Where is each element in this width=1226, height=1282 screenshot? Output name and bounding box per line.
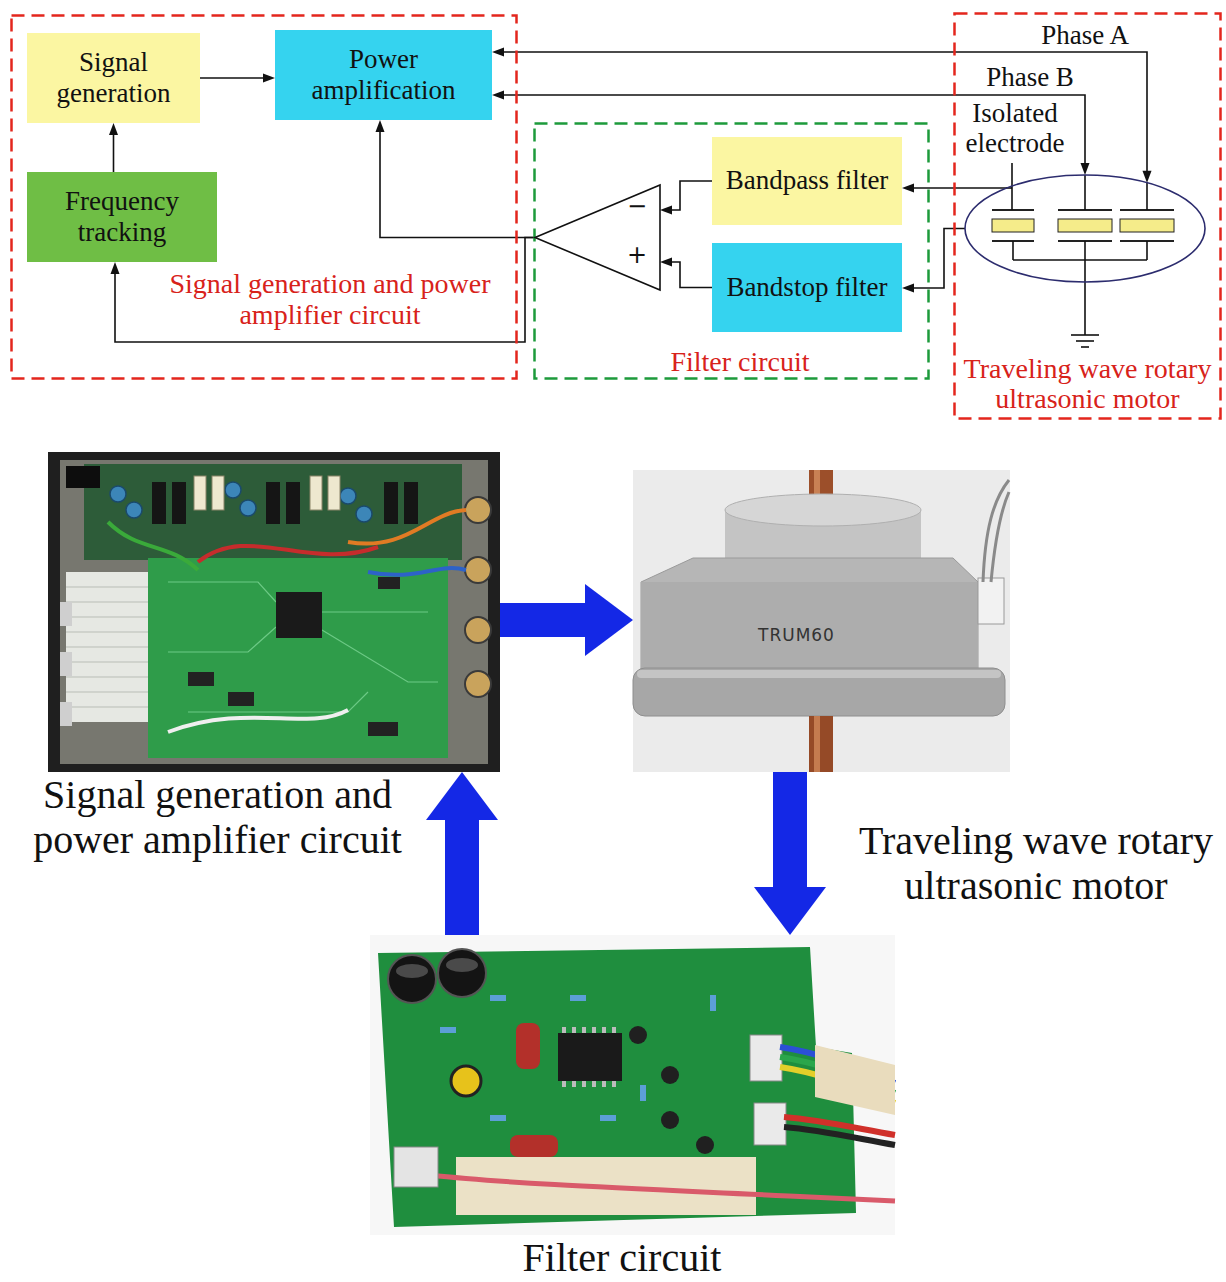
label-holder: Signal generation and power amplifier ci… (155, 268, 505, 330)
opamp-symbol (535, 185, 660, 290)
signal-name: Phase A (1038, 20, 1132, 50)
box-label: Bandstop filter (726, 272, 887, 303)
label-holder: Phase A (1035, 20, 1135, 50)
block-arrow (445, 813, 479, 935)
arrowhead (492, 48, 504, 57)
stator-outline (965, 175, 1205, 282)
arrowhead (1081, 163, 1090, 175)
arrowhead (902, 184, 914, 193)
connector-group (376, 120, 536, 238)
label-holder: − (622, 191, 652, 221)
connector-group (109, 123, 118, 172)
pin-sign: − (622, 191, 652, 221)
ellipse-outline (965, 175, 1205, 282)
process-box: Frequency tracking (27, 172, 217, 262)
arrowhead (660, 206, 672, 215)
signal-line (670, 181, 712, 210)
motor-photo (633, 470, 1010, 772)
filter-box: Bandpass filter (712, 137, 902, 225)
block-arrow (500, 603, 592, 637)
photo-panel: Traveling wave rotary ultrasonic motor (633, 470, 1010, 772)
dashed-region: Filter circuit−+Bandpass filterBandstop … (533, 122, 930, 380)
part-heading: Isolated electrode (960, 98, 1070, 158)
photo-panel: Signal generation and power amplifier ci… (48, 452, 500, 772)
label-holder: Traveling wave rotary ultrasonic motor (956, 354, 1219, 414)
motor-stator-ellipse: Isolated electrode (965, 175, 1205, 282)
box-label: Power amplification (281, 44, 486, 106)
label-holder: TRUM60 (758, 626, 868, 646)
photo-caption: Filter circuit (462, 1236, 782, 1279)
dashed-region: Signal generation and power amplifier ci… (10, 14, 518, 380)
region-label: Traveling wave rotary ultrasonic motor (956, 354, 1219, 414)
arrowhead (111, 262, 120, 274)
region-border (12, 16, 517, 379)
connector-group (660, 181, 712, 215)
photo-caption: Traveling wave rotary ultrasonic motor (850, 818, 1222, 908)
arrowhead (660, 258, 672, 267)
region-label: Filter circuit (640, 346, 840, 377)
region-border (955, 14, 1221, 419)
label-holder: Signal generation and power amplifier ci… (25, 772, 410, 862)
label-holder: + (622, 240, 652, 270)
arrowhead (754, 887, 826, 935)
box-label: Signal generation (33, 47, 194, 109)
arrowhead (263, 74, 275, 83)
signal-line (670, 262, 712, 288)
label-holder: Traveling wave rotary ultrasonic motor (850, 818, 1222, 908)
filter-board-photo (370, 935, 895, 1235)
arrowhead (902, 284, 914, 293)
model-marking: TRUM60 (758, 626, 868, 646)
process-box: Power amplification (275, 30, 492, 120)
block-arrow (773, 772, 807, 894)
connector-group (754, 772, 826, 935)
signal-line (380, 130, 535, 237)
connector-group (200, 74, 275, 83)
box-label: Bandpass filter (726, 165, 889, 196)
comparator-triangle: −+ (535, 185, 660, 290)
region-label: Signal generation and power amplifier ci… (155, 268, 505, 330)
region-border (535, 124, 929, 379)
pin-sign: + (622, 240, 652, 270)
signal-line (113, 133, 115, 172)
arrowhead (109, 123, 118, 135)
signal-line (912, 229, 965, 289)
ground-symbol (1071, 335, 1099, 347)
label-holder: Filter circuit (640, 346, 840, 377)
arrowhead (426, 772, 498, 820)
motor-electrodes (992, 210, 1174, 241)
label-holder: Isolated electrode (960, 98, 1070, 158)
signal-line (200, 77, 265, 79)
connector-group (500, 584, 633, 656)
photo-panel: Filter circuit (370, 935, 895, 1235)
photo-caption: Signal generation and power amplifier ci… (25, 772, 410, 862)
box-label: Frequency tracking (33, 186, 211, 248)
label-holder: Phase B (980, 62, 1080, 92)
connector-group (426, 772, 498, 935)
motor-wiring (1006, 163, 1147, 335)
label-holder: Filter circuit (462, 1236, 782, 1279)
connector-group (660, 258, 712, 288)
controller-photo (48, 452, 500, 772)
filter-box: Bandstop filter (712, 243, 902, 332)
arrowhead (585, 584, 633, 656)
arrowhead (492, 91, 504, 100)
signal-line (912, 187, 1006, 189)
signal-name: Phase B (983, 62, 1077, 92)
arrowhead (376, 120, 385, 132)
process-box: Signal generation (27, 33, 200, 123)
